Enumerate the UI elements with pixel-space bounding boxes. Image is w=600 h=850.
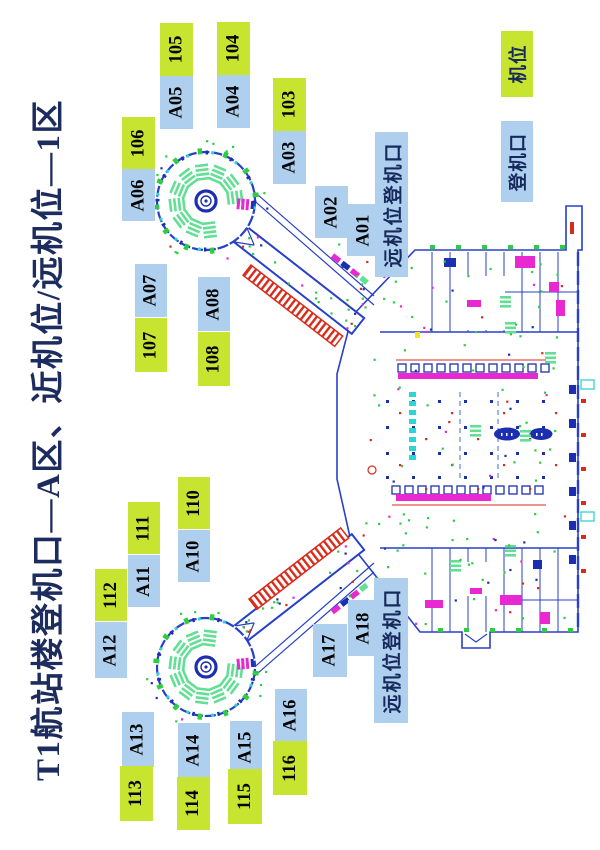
gate-label-A06: A06 [122,169,155,221]
stand-label-103: 103 [273,78,306,131]
label-text: A08 [203,288,224,320]
label-text: 107 [140,331,161,359]
label-text: 103 [279,90,299,119]
label-text: 112 [100,581,121,609]
gate-label-A13: A13 [122,712,154,767]
stand-label-112: 112 [95,569,127,621]
label-text: A06 [128,179,148,211]
label-text: A03 [279,141,299,174]
page-title: T1航站楼登机口—A区、近机位/远机位—1区 [6,84,84,796]
gate-label-A12: A12 [95,622,127,678]
stand-label-114: 114 [177,777,210,830]
gate-label-A17: A17 [313,624,347,677]
label-text: 114 [182,790,203,817]
gate-label-A02: A02 [315,186,348,238]
label-text: A07 [140,274,161,307]
label-text: A10 [183,540,204,572]
label-text: A02 [321,196,341,228]
stand-label-111: 111 [128,502,160,554]
stand-label-108: 108 [198,332,230,386]
stand-label-107: 107 [135,318,167,372]
label-text: A12 [100,634,121,666]
remote-gate-label-remote-top: 远机位登机口 [375,132,408,277]
label-text: 111 [133,515,154,541]
gate-label-A16: A16 [275,689,307,742]
stand-label-115: 115 [228,769,262,824]
label-text: 远机位登机口 [382,587,404,714]
stand-label-105: 105 [160,23,193,76]
gate-label-A05: A05 [160,76,193,129]
gate-label-A10: A10 [178,530,210,582]
gate-label-A11: A11 [128,555,160,607]
label-text: 115 [234,783,255,810]
legend-stand-label: 机位 [509,44,530,84]
label-text: 104 [223,34,243,63]
label-text: A18 [353,612,374,644]
gate-label-A14: A14 [178,723,210,778]
stand-label-110: 110 [178,477,210,529]
label-text: 108 [203,345,224,373]
gate-label-A15: A15 [230,721,262,773]
gate-label-A08: A08 [198,277,230,331]
label-text: A04 [223,85,243,118]
label-text: A15 [235,731,256,763]
label-text: A11 [133,565,154,597]
label-text: 113 [125,780,146,807]
stand-label-116: 116 [273,741,307,795]
remote-gate-label-remote-bottom: 远机位登机口 [374,578,408,723]
label-text: 远机位登机口 [383,141,405,268]
legend-gate: 登机口 [501,121,533,202]
label-text: 116 [279,754,300,782]
label-text: A16 [280,699,301,732]
stand-label-113: 113 [120,766,153,821]
label-text: A01 [353,214,373,246]
label-text: 110 [183,489,204,517]
label-text: A13 [127,723,148,756]
label-text: A05 [166,86,186,119]
page-title-text: T1航站楼登机口—A区、近机位/远机位—1区 [31,98,68,782]
legend-stand: 机位 [501,31,533,97]
gate-label-A07: A07 [135,264,167,317]
label-text: A17 [319,634,340,667]
gate-label-A03: A03 [273,131,306,184]
stand-label-106: 106 [122,117,155,169]
gate-label-A04: A04 [217,75,250,128]
label-text: 105 [166,35,186,64]
stand-label-104: 104 [217,22,250,75]
label-text: 106 [128,129,148,157]
label-text: A14 [183,734,204,767]
gate-label-A01: A01 [347,204,380,256]
legend-gate-label: 登机口 [509,132,530,191]
